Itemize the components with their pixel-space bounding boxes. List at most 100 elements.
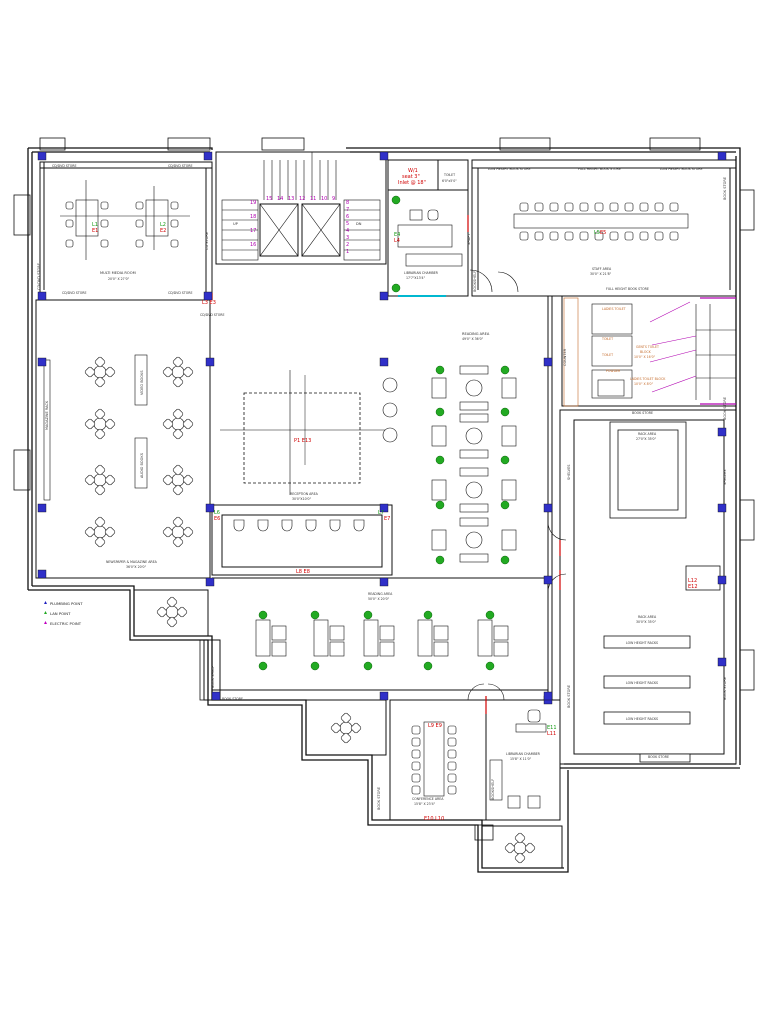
trees xyxy=(258,195,510,671)
armchair xyxy=(379,625,395,641)
column-icon xyxy=(203,291,213,301)
rack-area-2-dim: 30'0"X 35'0" xyxy=(636,620,657,624)
lift-number: 19 xyxy=(250,200,256,206)
chair xyxy=(172,376,184,388)
electrical-annotations: W/1 seat 3" Inlet @ 18" L1 E1 L2 E2 L3 E… xyxy=(92,168,698,822)
reception-label: RECEPTION AREA xyxy=(290,492,319,496)
magazine-rack-vertical: MAGAZINE RACK xyxy=(45,400,49,430)
armchair xyxy=(501,425,517,447)
vertical-labels: CD STORE MAGAZINE RACK VIDEO BOOKS AUDIO… xyxy=(37,177,727,810)
chair xyxy=(639,231,649,241)
round-tables xyxy=(84,356,194,548)
armchair xyxy=(433,641,449,657)
armchair xyxy=(431,479,447,501)
tree-icon xyxy=(485,610,495,620)
chair xyxy=(411,737,421,747)
sofa-unit xyxy=(363,619,379,657)
chair xyxy=(84,366,96,378)
cd-store-vertical: CD STORE xyxy=(205,232,209,250)
chair xyxy=(669,231,679,241)
newspaper-label: NEWSPAPER & MAGAZINE AREA xyxy=(106,560,158,564)
lift-number: 15 xyxy=(266,196,272,202)
counter-vertical: COUNTER xyxy=(563,348,567,366)
chair xyxy=(156,606,168,618)
tree-icon xyxy=(435,555,445,565)
e4-label: E4 xyxy=(394,232,400,238)
chair xyxy=(534,231,544,241)
librarian-top-dim: 17'7"X13'4" xyxy=(406,276,426,280)
l6-label: L6 xyxy=(214,510,220,516)
low-height-racks-2: LOW HEIGHT RACKS xyxy=(626,681,658,685)
round-table xyxy=(504,832,536,864)
chair xyxy=(549,231,559,241)
tree-icon xyxy=(500,455,510,465)
chair xyxy=(182,366,194,378)
lift-number: 2 xyxy=(346,242,349,248)
tree-icon xyxy=(258,610,268,620)
sofa xyxy=(459,401,489,411)
cd-dvd-store-corner: CD/DVD STORE xyxy=(200,313,225,317)
column-icon xyxy=(37,503,47,513)
legend-plumbing: PLUMBING POINT xyxy=(50,601,83,606)
ladies-toilet-label: LADIES TOILET xyxy=(602,307,626,311)
tree-icon xyxy=(258,661,268,671)
l3e3-label: L3 E3 xyxy=(202,300,216,306)
reading-area-top-dim: 49'0" X 36'0" xyxy=(462,337,484,341)
reception-dim: 30'0"X10'0" xyxy=(292,497,312,501)
gents-toilet-label: GENTS TOILET xyxy=(636,345,659,349)
rack-area-2-label: RACK AREA xyxy=(638,615,657,619)
toilet-dim: 6'0"x5'0" xyxy=(442,179,457,183)
plumbing-point-icon xyxy=(44,601,47,604)
windows xyxy=(13,137,755,841)
armchair xyxy=(493,641,509,657)
low-height-racks-3: LOW HEIGHT RACKS xyxy=(626,717,658,721)
cd-dvd-store-br: CD/DVD STORE xyxy=(168,291,193,295)
round-table xyxy=(84,464,116,496)
armchair xyxy=(431,425,447,447)
l4-label: L4 xyxy=(394,238,400,244)
tree-icon xyxy=(435,500,445,510)
cd-dvd-store-left-vertical: CD/DVD STORE xyxy=(37,263,41,290)
lift-number: 3 xyxy=(346,235,349,241)
column-icon xyxy=(717,427,727,437)
chair xyxy=(350,722,362,734)
chair xyxy=(172,356,184,368)
sofa-unit xyxy=(255,619,271,657)
chair xyxy=(609,231,619,241)
chair xyxy=(172,408,184,420)
round-table xyxy=(162,356,194,388)
librarian-bottom-furniture xyxy=(489,709,547,809)
chair xyxy=(340,712,352,724)
armchair xyxy=(379,641,395,657)
video-books-vertical: VIDEO BOOKS xyxy=(140,370,144,395)
book-store-c: BOOK STORE xyxy=(648,755,669,759)
reception-chairs xyxy=(233,519,365,532)
book-store-v4: BOOK STORE xyxy=(723,397,727,420)
chair xyxy=(94,376,106,388)
chair xyxy=(104,418,116,430)
reading-shelf-vertical: BOOK SHELF xyxy=(211,666,215,688)
sofa-unit xyxy=(313,619,329,657)
rack-area xyxy=(603,421,721,763)
lift-number: 10 xyxy=(321,196,327,202)
tree-icon xyxy=(500,407,510,417)
tree-icon xyxy=(500,555,510,565)
rack-area-dim: 27'0"X 35'0" xyxy=(636,437,657,441)
chair xyxy=(447,737,457,747)
door-swings xyxy=(467,269,567,701)
cd-dvd-store-bl: CD/DVD STORE xyxy=(62,291,87,295)
l8e8-label: L8 E8 xyxy=(296,569,310,575)
reception-void xyxy=(220,370,388,495)
chair xyxy=(172,536,184,548)
column-icon xyxy=(543,357,553,367)
p1e13-label: P1 E13 xyxy=(294,438,311,444)
round-table xyxy=(84,408,116,440)
e12-label: E12 xyxy=(688,584,698,590)
bookshelf-v2: BOOKSHELF xyxy=(491,779,495,800)
chair xyxy=(172,516,184,528)
chair xyxy=(166,596,178,608)
l2-label: L2 xyxy=(160,222,166,228)
chair xyxy=(594,231,604,241)
column-icon xyxy=(717,575,727,585)
